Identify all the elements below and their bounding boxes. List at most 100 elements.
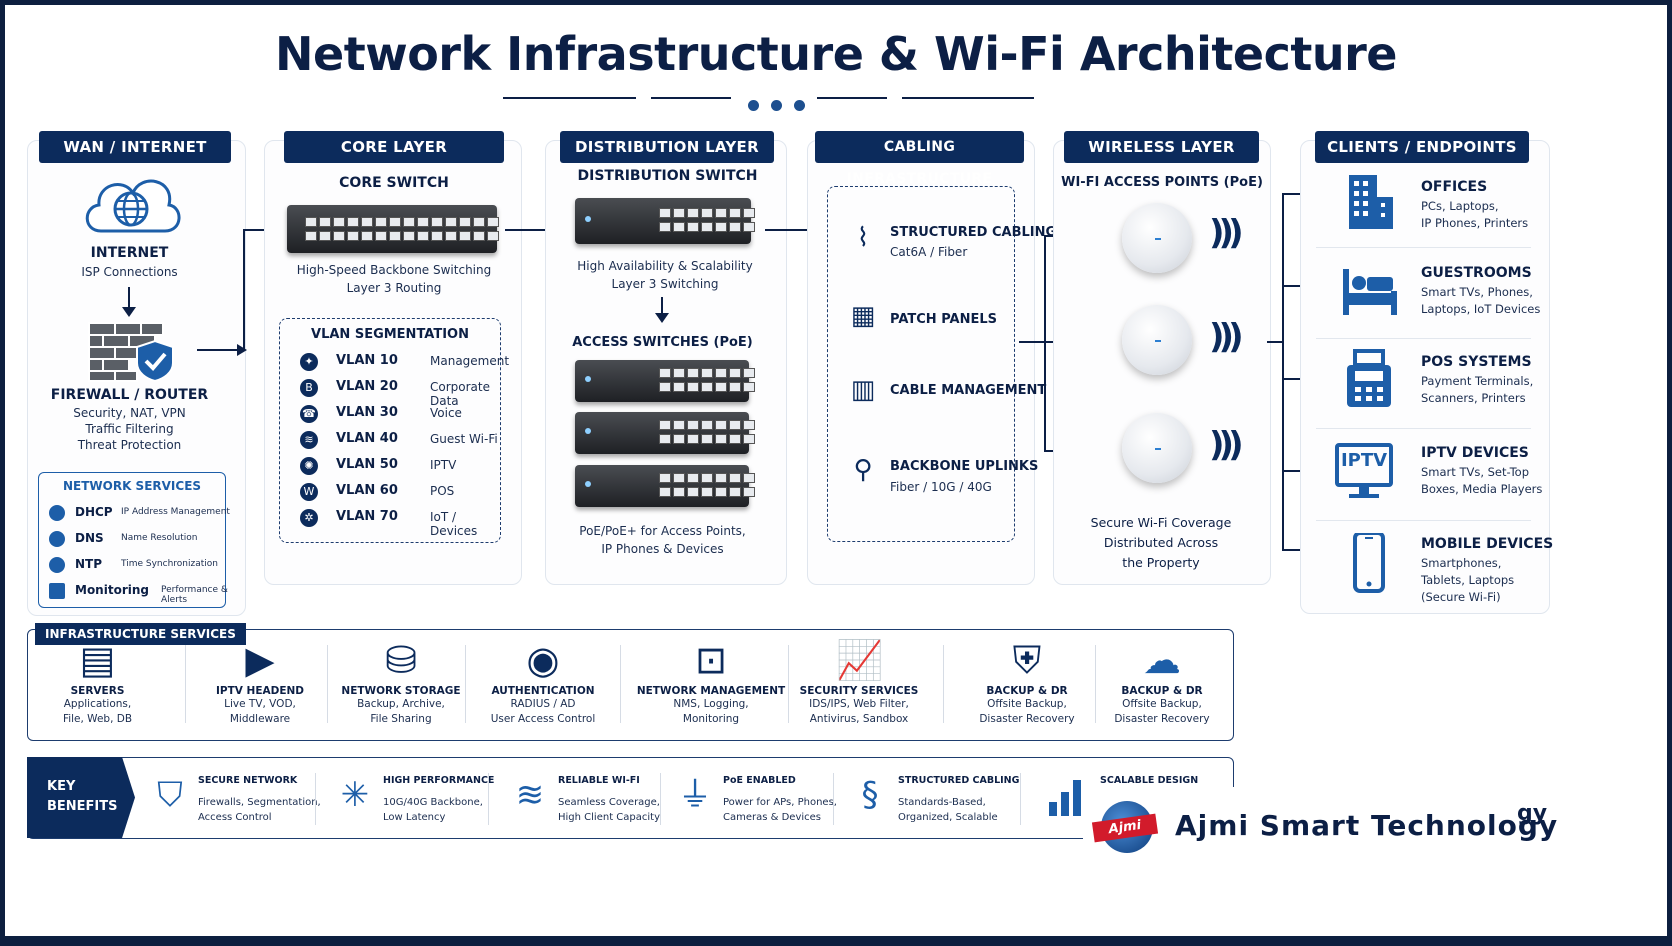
corporate-data-icon: B — [300, 379, 318, 397]
client-divider — [1316, 338, 1531, 339]
infra-title: NETWORK MANAGEMENT — [636, 685, 786, 697]
down-arrow-icon — [655, 313, 669, 323]
wifi-access-point — [1122, 203, 1192, 273]
network-hub-icon: ✳ — [340, 775, 370, 815]
clients-fanout-line — [1282, 193, 1284, 551]
service-value: Name Resolution — [121, 533, 198, 543]
title-rule-right — [902, 97, 1034, 99]
benefit-title: STRUCTURED CABLING — [898, 775, 1020, 786]
core-switch-device — [287, 205, 499, 253]
smartphone-icon — [1353, 533, 1385, 593]
infra-line: Offsite Backup, — [987, 698, 1067, 710]
brand-watermark: Ajmi Ajmi Smart Technology — [1083, 787, 1557, 887]
key-benefits-line: BENEFITS — [47, 799, 118, 814]
header-core: CORE LAYER — [284, 131, 504, 163]
cabling-box: ⌇ STRUCTURED CABLING Cat6A / Fiber ▦ PAT… — [827, 186, 1056, 542]
infra-line: File, Web, DB — [62, 713, 133, 725]
power-plug-icon: ⏚ — [678, 775, 712, 815]
architecture-diagram: Network Infrastructure & Wi-Fi Architect… — [5, 5, 1667, 936]
cabling-item-title: BACKBONE UPLINKS — [890, 459, 1039, 474]
ntp-icon — [49, 557, 65, 573]
firewall-line: Threat Protection — [77, 438, 182, 452]
benefit-divider — [833, 773, 834, 825]
internet-title: INTERNET — [90, 245, 169, 261]
client-divider — [1316, 520, 1531, 521]
client-title: OFFICES — [1421, 179, 1488, 195]
service-row-ntp: NTP Time Synchronization — [49, 555, 239, 579]
access-switches-details: PoE/PoE+ for Access Points, IP Phones & … — [545, 522, 780, 558]
wifi-icon: ≋ — [515, 775, 545, 815]
infra-item-servers: ▤ SERVERS Applications, File, Web, DB — [35, 637, 160, 727]
infra-line: Antivirus, Sandbox — [809, 713, 909, 725]
client-title: POS SYSTEMS — [1421, 354, 1532, 370]
service-key: NTP — [75, 557, 103, 571]
vlan-id: VLAN 70 — [336, 509, 398, 524]
infra-item-network-storage: ⛁ NETWORK STORAGE Backup, Archive, File … — [335, 637, 467, 727]
database-icon: ⛁ — [385, 638, 417, 682]
title-dot — [794, 100, 805, 111]
infra-title: SECURITY SERVICES — [799, 685, 919, 697]
iptv-badge: IPTV — [1340, 450, 1388, 471]
infra-item-backup-dr: ⛨ BACKUP & DR Offsite Backup, Disaster R… — [967, 637, 1087, 727]
benefit-line: Access Control — [198, 812, 272, 823]
client-line: Boxes, Media Players — [1421, 482, 1543, 496]
infra-title: AUTHENTICATION — [491, 685, 595, 697]
infra-title: BACKUP & DR — [1121, 685, 1203, 697]
shield-icon: ⛨ — [1012, 638, 1042, 682]
infra-title: IPTV HEADEND — [215, 685, 305, 697]
wifi-signal-icon: ))) — [1209, 213, 1244, 253]
patch-panel-icon: ▦ — [850, 301, 876, 331]
access-line: IP Phones & Devices — [601, 542, 724, 556]
infra-divider — [1095, 645, 1096, 723]
cabling-item-title: CABLE MANAGEMENT — [890, 383, 1047, 398]
benefit-details: Firewalls, Segmentation,Access Control — [198, 795, 321, 825]
client-title: GUESTROOMS — [1421, 265, 1532, 281]
vlan-name: Corporate Data — [430, 380, 490, 408]
cabling-panel — [807, 140, 1035, 585]
infra-divider — [465, 645, 466, 723]
benefit-scalable-design-title: SCALABLE DESIGN — [1100, 775, 1199, 786]
backbone-uplink-icon: ⚲ — [853, 455, 873, 485]
office-building-icon — [1349, 175, 1393, 229]
brand-tail-text: gy — [1517, 801, 1548, 826]
cloud-globe-icon — [85, 179, 181, 233]
benefit-details: 10G/40G Backbone,Low Latency — [383, 795, 483, 825]
benefit-line: Power for APs, Phones, — [723, 797, 837, 808]
benefit-title: SECURE NETWORK — [198, 775, 298, 786]
infra-line: Live TV, VOD, — [224, 698, 296, 710]
client-line: PCs, Laptops, — [1421, 199, 1499, 213]
management-icon: ✦ — [300, 353, 318, 371]
vlan-name: IPTV — [430, 458, 457, 472]
infra-line: IDS/IPS, Web Filter, — [809, 698, 909, 710]
wifi-access-point — [1122, 305, 1192, 375]
core-switch-title: CORE SWITCH — [339, 175, 449, 191]
cable-coil-icon: § — [861, 775, 879, 815]
pos-terminal-icon — [1347, 349, 1391, 407]
title-dot — [748, 100, 759, 111]
client-line: Tablets, Laptops — [1421, 573, 1515, 587]
title-rule-left — [503, 97, 636, 99]
client-details: PCs, Laptops,IP Phones, Printers — [1421, 198, 1551, 232]
benefit-divider — [488, 773, 489, 825]
infra-line: Monitoring — [682, 713, 740, 725]
core-switch-details: High-Speed Backbone Switching Layer 3 Ro… — [264, 261, 524, 297]
access-switches-title: ACCESS SWITCHES (PoE) — [572, 335, 753, 350]
infra-title: SERVERS — [70, 685, 125, 697]
wifi-signal-icon: ))) — [1209, 425, 1244, 465]
vlan-id: VLAN 10 — [336, 353, 398, 368]
vlan-name: IoT / Devices — [430, 510, 478, 538]
infrastructure-services-tag: INFRASTRUCTURE SERVICES — [35, 623, 246, 645]
firewall-shield-icon — [88, 322, 174, 383]
benefit-line: Seamless Coverage, — [558, 797, 660, 808]
wireless-connector-line — [1267, 341, 1283, 343]
iot-devices-icon: ✲ — [300, 509, 318, 527]
infra-line: Middleware — [229, 713, 291, 725]
vlan-id: VLAN 60 — [336, 483, 398, 498]
page-title: Network Infrastructure & Wi-Fi Architect… — [275, 27, 1397, 81]
benefit-line: Cameras & Devices — [723, 812, 822, 823]
internet-sub: ISP Connections — [81, 265, 178, 279]
benefit-line: High Client Capacity — [558, 812, 660, 823]
